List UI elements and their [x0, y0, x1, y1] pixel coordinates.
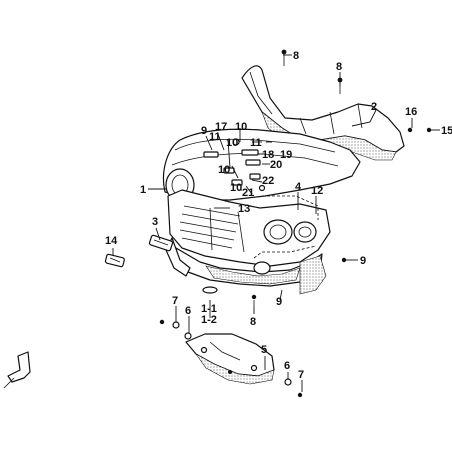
callout-9: 9 — [201, 125, 207, 137]
callout-16: 16 — [405, 106, 417, 118]
callout-13: 13 — [238, 203, 250, 215]
callout-21: 21 — [242, 187, 254, 199]
callout-8: 8 — [336, 61, 342, 73]
callout-20: 20 — [270, 159, 282, 171]
callout-10: 10 — [226, 137, 238, 149]
callout-10: 10 — [230, 182, 242, 194]
bracket-part — [3, 351, 31, 389]
leader-lines — [112, 54, 440, 392]
small-plate-part — [202, 286, 218, 294]
callout-7: 7 — [172, 295, 178, 307]
callout-7: 7 — [298, 369, 304, 381]
clip-group — [203, 138, 266, 192]
callout-8: 8 — [293, 50, 299, 62]
callout-18: 18 — [262, 149, 274, 161]
callout-9: 9 — [360, 255, 366, 267]
callout-10: 10 — [218, 164, 230, 176]
callout-1-1: 1-1 — [201, 303, 217, 315]
callout-6: 6 — [185, 305, 191, 317]
callout-12: 12 — [311, 185, 323, 197]
callout-5: 5 — [261, 344, 267, 356]
callout-19: 19 — [280, 149, 292, 161]
emblem-part — [148, 234, 174, 252]
callout-1: 1 — [140, 184, 146, 196]
callout-17: 17 — [215, 121, 227, 133]
callout-15: 15 — [441, 125, 452, 137]
callout-1-2: 1-2 — [201, 314, 217, 326]
callout-2: 2 — [371, 101, 377, 113]
callout-4: 4 — [295, 181, 302, 193]
callout-14: 14 — [105, 235, 118, 247]
callout-10: 10 — [235, 121, 247, 133]
callout-9: 9 — [276, 296, 282, 308]
callout-3: 3 — [152, 216, 158, 228]
callout-labels: 8 8 2 16 15 9 11 17 10 10 11 18 19 20 10… — [105, 50, 452, 381]
callout-8: 8 — [250, 316, 256, 328]
fasteners — [159, 49, 432, 398]
badge-part — [104, 253, 125, 268]
callout-22: 22 — [262, 175, 274, 187]
callout-11: 11 — [209, 131, 221, 143]
callout-11: 11 — [250, 137, 262, 149]
skid-plate-part — [185, 333, 275, 385]
callout-6: 6 — [284, 360, 290, 372]
